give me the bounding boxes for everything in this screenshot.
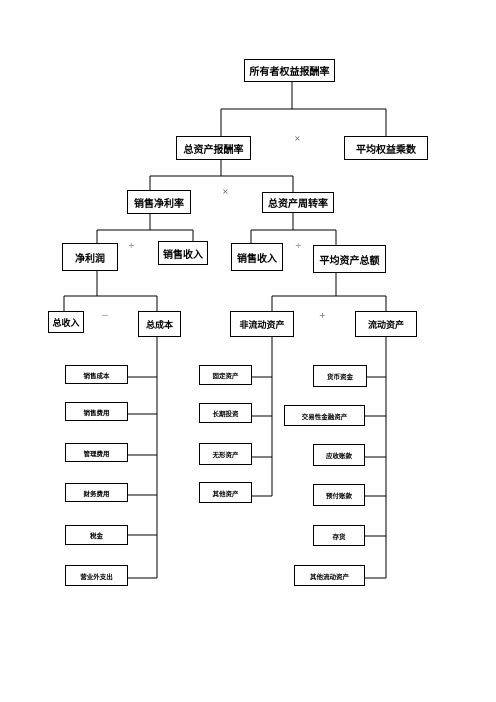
cost-item: 税金	[65, 525, 128, 545]
node-return-on-equity: 所有者权益报酬率	[244, 59, 335, 82]
operator-plus: +	[319, 311, 326, 320]
current-asset-item: 应收账款	[313, 444, 365, 466]
operator-divide: ÷	[295, 241, 302, 250]
current-asset-item: 预付账款	[313, 484, 365, 506]
operator-multiply: ×	[294, 134, 301, 143]
operator-divide: ÷	[128, 241, 135, 250]
current-asset-item: 存货	[313, 525, 365, 546]
node-return-on-assets: 总资产报酬率	[176, 136, 251, 160]
cost-item: 销售费用	[65, 402, 128, 421]
node-asset-turnover: 总资产周转率	[262, 192, 334, 213]
non-current-asset-item: 长期投资	[199, 403, 252, 423]
non-current-asset-item: 其他资产	[199, 482, 252, 503]
non-current-asset-item: 固定资产	[199, 365, 252, 385]
node-sales-revenue: 销售收入	[158, 241, 208, 265]
cost-item: 营业外支出	[65, 565, 128, 586]
operator-minus: －	[101, 311, 109, 320]
cost-item: 管理费用	[65, 443, 128, 462]
current-asset-item: 其他流动资产	[294, 565, 365, 586]
current-asset-item: 交易性金融资产	[284, 405, 365, 426]
cost-item: 销售成本	[65, 365, 128, 384]
cost-item: 财务费用	[65, 483, 128, 502]
node-current-assets: 流动资产	[355, 311, 417, 337]
node-net-profit-margin: 销售净利率	[127, 190, 191, 214]
current-asset-item: 货币资金	[313, 365, 367, 387]
node-non-current-assets: 非流动资产	[230, 311, 294, 337]
operator-multiply: ×	[222, 187, 229, 196]
non-current-asset-item: 无形资产	[199, 443, 252, 465]
node-sales-revenue: 销售收入	[231, 243, 283, 271]
node-total-cost: 总成本	[138, 311, 181, 337]
node-equity-multiplier: 平均权益乘数	[344, 136, 428, 160]
node-total-income: 总收入	[48, 311, 84, 333]
node-average-total-assets: 平均资产总额	[313, 245, 386, 273]
node-net-profit: 净利润	[62, 243, 118, 271]
